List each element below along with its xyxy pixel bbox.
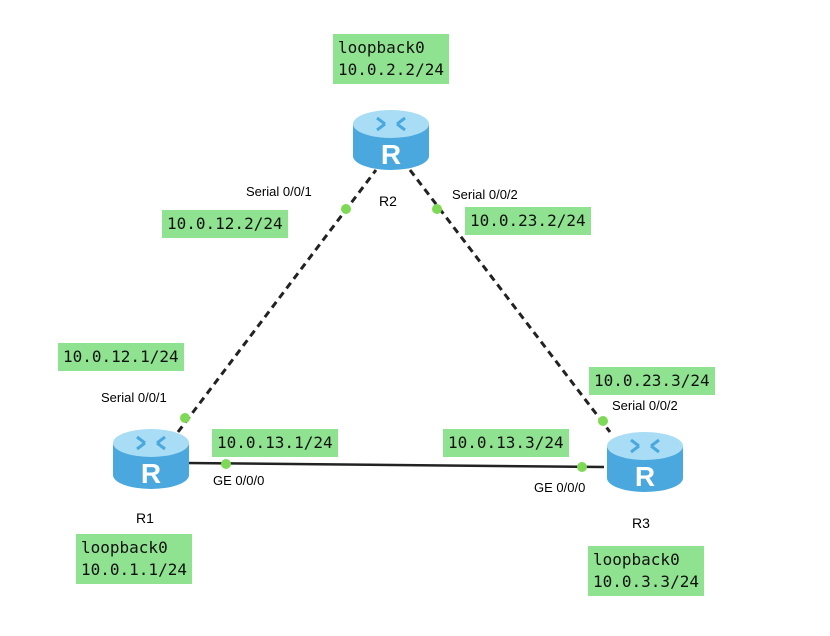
ip-r2-serial001: 10.0.12.2/24 <box>162 210 288 238</box>
ip-r1-serial001: 10.0.12.1/24 <box>58 343 184 371</box>
router-r3-icon: R <box>607 432 683 492</box>
router-r1-letter: R <box>141 458 161 489</box>
loopback-r1-ip: 10.0.1.1/24 <box>81 560 187 579</box>
port-dot-r3-serial002 <box>598 416 608 426</box>
loopback-box-r3: loopback0 10.0.3.3/24 <box>588 546 704 596</box>
router-r2-letter: R <box>381 139 401 170</box>
if-r2-serial001: Serial 0/0/1 <box>246 184 312 199</box>
if-r1-ge000: GE 0/0/0 <box>213 473 265 488</box>
ip-r3-serial002: 10.0.23.3/24 <box>589 367 715 395</box>
ip-r1-ge000: 10.0.13.1/24 <box>212 429 338 457</box>
if-r3-serial002: Serial 0/0/2 <box>612 398 678 413</box>
loopback-box-r1: loopback0 10.0.1.1/24 <box>76 534 192 584</box>
if-r1-serial001: Serial 0/0/1 <box>101 390 167 405</box>
if-r3-ge000: GE 0/0/0 <box>534 480 586 495</box>
link-r2-r3-serial <box>408 169 612 433</box>
router-r2-icon: R <box>353 110 429 170</box>
router-r1-name: R1 <box>136 510 154 526</box>
link-r1-r3-ethernet <box>185 461 605 469</box>
router-r3-name: R3 <box>632 515 650 531</box>
link-r1-r2-serial <box>176 169 378 433</box>
loopback-r2-label: loopback0 <box>338 38 425 57</box>
ip-r2-serial002: 10.0.23.2/24 <box>465 207 591 235</box>
port-dot-r2-serial002 <box>432 204 442 214</box>
port-dot-r1-ge000 <box>221 459 231 469</box>
loopback-r2-ip: 10.0.2.2/24 <box>338 60 444 79</box>
loopback-r3-ip: 10.0.3.3/24 <box>593 572 699 591</box>
loopback-r1-label: loopback0 <box>81 538 168 557</box>
if-r2-serial002: Serial 0/0/2 <box>452 187 518 202</box>
router-r1-icon: R <box>113 429 189 489</box>
port-dot-r2-serial001 <box>341 204 351 214</box>
loopback-box-r2: loopback0 10.0.2.2/24 <box>333 34 449 84</box>
port-dot-r1-serial001 <box>180 413 190 423</box>
ip-r3-ge000: 10.0.13.3/24 <box>443 429 569 457</box>
port-dot-r3-ge000 <box>577 462 587 472</box>
loopback-r3-label: loopback0 <box>593 550 680 569</box>
router-r3-letter: R <box>635 461 655 492</box>
router-r2-name: R2 <box>379 193 397 209</box>
